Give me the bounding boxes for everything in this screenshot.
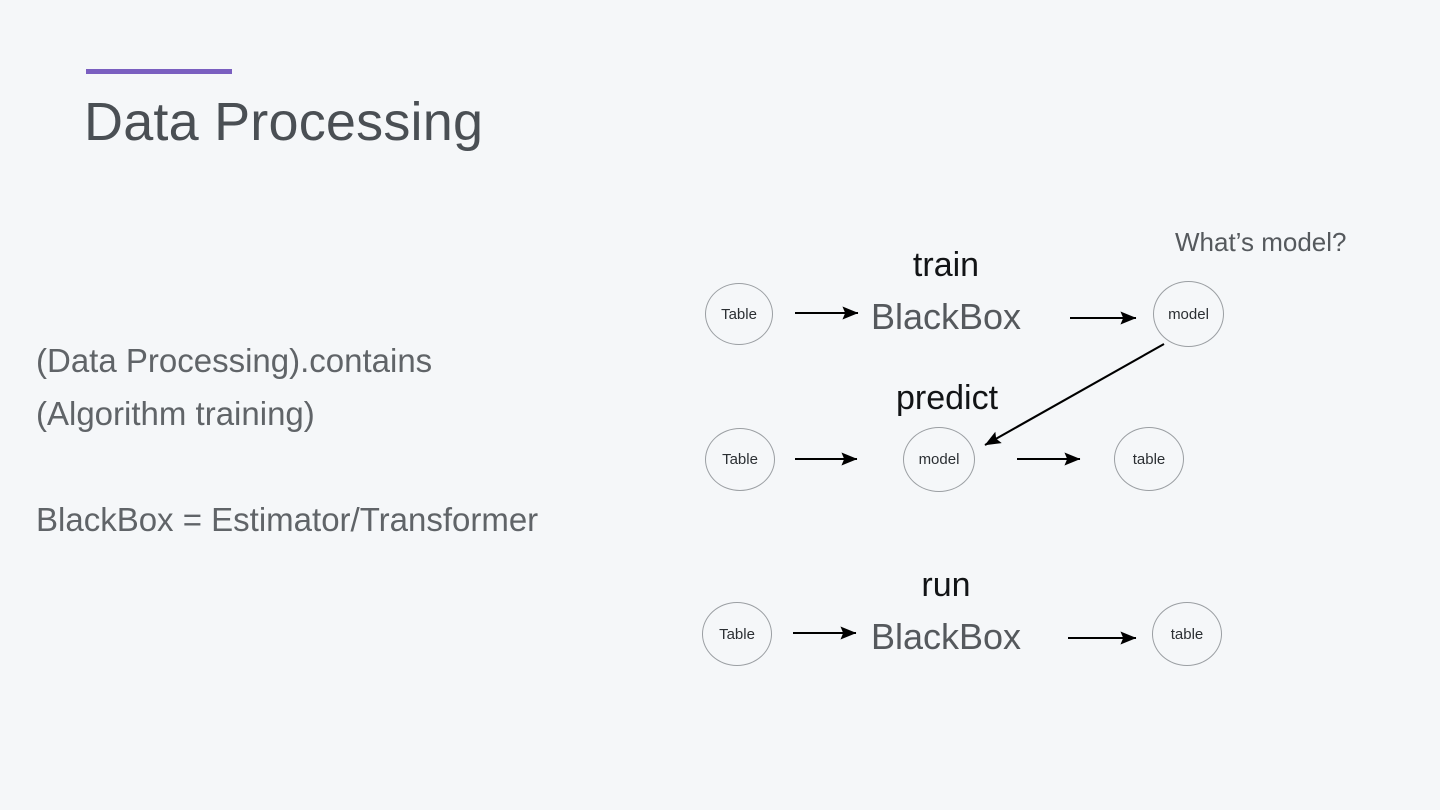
body-line-3: BlackBox = Estimator/Transformer <box>36 501 539 538</box>
body-copy: (Data Processing).contains (Algorithm tr… <box>36 334 666 546</box>
page-title: Data Processing <box>84 92 484 152</box>
operation-label-predict: predict <box>895 379 999 417</box>
node-label: model <box>918 451 960 468</box>
body-line-2: (Algorithm training) <box>36 395 315 432</box>
node-train-source-table[interactable]: Table <box>705 283 773 345</box>
processor-label-train-blackbox: BlackBox <box>870 296 1022 337</box>
node-label: Table <box>722 451 758 468</box>
node-predict-source-table[interactable]: Table <box>705 428 775 491</box>
node-predict-model[interactable]: model <box>903 427 975 492</box>
body-line-1: (Data Processing).contains <box>36 342 433 379</box>
node-label: Table <box>721 305 757 323</box>
operation-label-run: run <box>921 566 971 604</box>
node-label: model <box>1168 305 1209 323</box>
node-train-target-model[interactable]: model <box>1153 281 1224 347</box>
annotation-whats-model: What’s model? <box>1175 227 1347 257</box>
title-accent-bar <box>86 69 232 74</box>
node-predict-target-table[interactable]: table <box>1114 427 1184 491</box>
operation-label-train: train <box>912 246 980 284</box>
node-label: Table <box>719 625 755 643</box>
node-label: table <box>1132 450 1166 468</box>
node-label: table <box>1170 625 1204 643</box>
processor-label-run-blackbox: BlackBox <box>870 616 1022 657</box>
node-run-target-table[interactable]: table <box>1152 602 1222 666</box>
node-run-source-table[interactable]: Table <box>702 602 772 666</box>
